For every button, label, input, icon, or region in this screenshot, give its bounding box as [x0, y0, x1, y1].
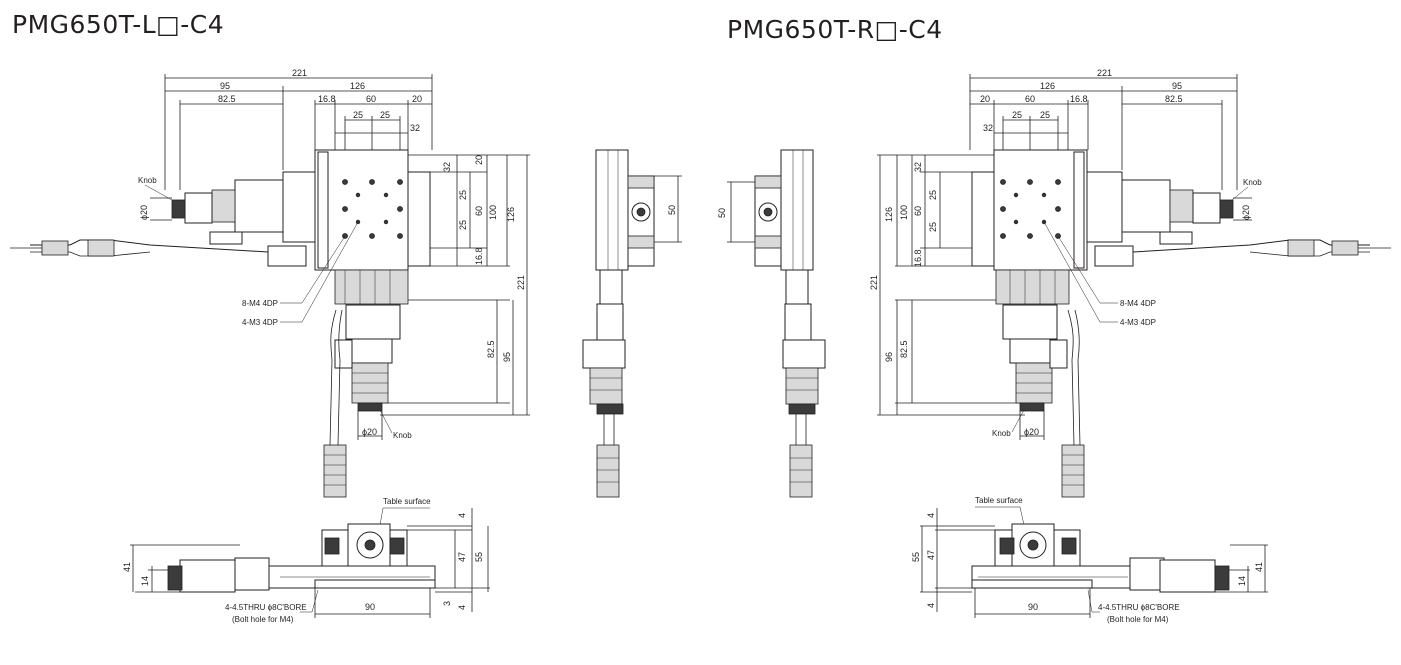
knob-bottom [357, 402, 383, 412]
rs-dim-90: 90 [1028, 602, 1038, 612]
r-dim-v16-8: 16.8 [913, 249, 923, 267]
dim-221: 221 [292, 68, 307, 78]
r-dim-32: 32 [983, 123, 993, 133]
r-dim-95: 95 [1172, 81, 1182, 91]
ls-dim-90: 90 [365, 602, 375, 612]
ls-dim-4b: 4 [457, 605, 467, 610]
dim-60: 60 [366, 94, 376, 104]
r-knob-bottom-label: Knob [992, 429, 1011, 438]
ls-bolt-sub: (Bolt hole for M4) [232, 615, 294, 624]
table-surface-label: Table surface [383, 497, 431, 506]
center-right-view: 50 [717, 149, 826, 498]
title-left: PMG650T-L□-C4 [12, 10, 225, 39]
title-right: PMG650T-R□-C4 [727, 15, 943, 44]
r-holes-m3-label: 4-M3 4DP [1120, 318, 1156, 327]
center-left-view: 50 [582, 149, 682, 498]
holes-m3-label: 4-M3 4DP [242, 318, 278, 327]
dim-v100: 100 [488, 205, 498, 220]
rs-dim-14: 14 [1237, 576, 1247, 586]
center-left-dim-50: 50 [667, 205, 677, 215]
dim-v60: 60 [474, 206, 484, 216]
dim-v20: 20 [474, 155, 484, 165]
stage-table [314, 149, 409, 271]
r-stage-table [993, 149, 1088, 271]
r-knob-label: Knob [1243, 178, 1262, 187]
knob-label: Knob [138, 176, 157, 185]
ls-dim-14: 14 [140, 576, 150, 586]
r-dim-20: 20 [980, 94, 990, 104]
center-right-dim-50: 50 [717, 208, 727, 218]
ls-dim-41: 41 [122, 562, 132, 572]
dim-v95: 95 [502, 352, 512, 362]
r-mounting-holes [1000, 179, 1061, 239]
r-dim-v96: 96 [884, 352, 894, 362]
ls-dim-55: 55 [474, 552, 484, 562]
rs-bolt-note: 4-4.5THRU ϕ8C'BORE [1098, 603, 1180, 612]
rs-dim-47: 47 [926, 550, 936, 560]
r-dim-v32: 32 [913, 162, 923, 172]
r-knob-bottom [1019, 402, 1045, 412]
right-side-view: Table surface 4 55 47 4 41 14 90 [911, 496, 1268, 624]
rs-dim-4b: 4 [926, 603, 936, 608]
rs-bolt-sub: (Bolt hole for M4) [1107, 615, 1169, 624]
dim-16-8: 16.8 [318, 94, 336, 104]
r-dim-25b: 25 [1040, 110, 1050, 120]
r-dim-126: 126 [1040, 81, 1055, 91]
ls-dim-3: 3 [442, 601, 452, 606]
phi20-side: ϕ20 [139, 205, 149, 220]
knob-bottom-label: Knob [393, 431, 412, 440]
dim-25a: 25 [353, 110, 363, 120]
r-dim-60: 60 [1025, 94, 1035, 104]
r-table-surface-label: Table surface [975, 496, 1023, 505]
dim-82-5: 82.5 [218, 94, 236, 104]
rs-dim-55: 55 [911, 552, 921, 562]
holes-m4-label: 8-M4 4DP [242, 299, 278, 308]
r-dim-v82-5: 82.5 [899, 340, 909, 358]
r-dim-16-8: 16.8 [1070, 94, 1088, 104]
r-holes-m4-label: 8-M4 4DP [1120, 299, 1156, 308]
r-dim-221: 221 [1097, 68, 1112, 78]
dim-25b: 25 [380, 110, 390, 120]
rs-dim-41: 41 [1254, 562, 1264, 572]
right-top-view: 221 126 95 20 60 16.8 82.5 25 25 32 32 6… [869, 68, 1391, 498]
r-phi20-bottom: ϕ20 [1024, 427, 1039, 437]
phi20-bottom: ϕ20 [362, 427, 377, 437]
dim-v32: 32 [442, 162, 452, 172]
knob-left [171, 199, 186, 219]
dim-32: 32 [410, 123, 420, 133]
dim-v126: 126 [506, 207, 516, 222]
ls-dim-4: 4 [457, 513, 467, 518]
dim-20: 20 [412, 94, 422, 104]
ls-bolt-note: 4-4.5THRU ϕ8C'BORE [225, 603, 307, 612]
r-dim-v25b: 25 [928, 222, 938, 232]
r-dim-25a: 25 [1012, 110, 1022, 120]
r-dim-v60: 60 [913, 206, 923, 216]
rs-dim-4: 4 [926, 513, 936, 518]
r-dim-82-5: 82.5 [1165, 94, 1183, 104]
dim-v221: 221 [516, 275, 526, 290]
left-side-view: Table surface 4 47 55 3 4 41 14 [122, 497, 490, 624]
r-dim-v25a: 25 [928, 190, 938, 200]
dim-v25b: 25 [458, 220, 468, 230]
dim-95: 95 [220, 81, 230, 91]
dim-v16-8: 16.8 [474, 247, 484, 265]
dim-v25a: 25 [458, 190, 468, 200]
dim-v82-5: 82.5 [486, 340, 496, 358]
dim-126: 126 [350, 81, 365, 91]
r-dim-v126: 126 [884, 207, 894, 222]
ls-dim-47: 47 [457, 552, 467, 562]
r-phi20-side: ϕ20 [1241, 205, 1251, 220]
r-dim-v100: 100 [899, 205, 909, 220]
left-top-view: 221 95 126 82.5 16.8 60 20 25 25 32 32 2… [10, 68, 530, 498]
r-knob-side [1219, 199, 1234, 219]
r-dim-v221: 221 [869, 275, 879, 290]
